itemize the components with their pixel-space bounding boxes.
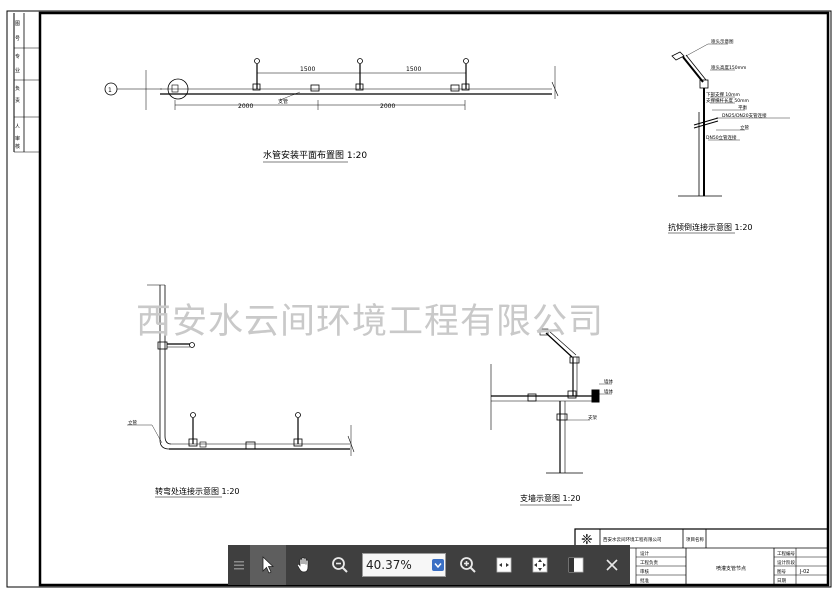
pan-hand-icon <box>296 557 309 573</box>
wall-side-note-2: 墙体 <box>604 388 613 395</box>
title-row-right: 工程编号 <box>777 550 795 557</box>
select-tool-button[interactable] <box>250 545 286 585</box>
sidebar-toggle-icon <box>568 557 584 573</box>
sidebar-toggle-button[interactable] <box>558 545 594 585</box>
zoom-in-button[interactable] <box>450 545 486 585</box>
title-row-left: 批准 <box>640 577 649 584</box>
zoom-in-icon <box>460 557 476 573</box>
lamp-note-2: 喷头高度150mm <box>711 64 746 71</box>
wall-pipe-note: 支架 <box>588 414 597 421</box>
strip-char: 图 <box>15 21 20 27</box>
lamp-note-5: 平衡 <box>738 104 747 111</box>
title-row-right: 日期 <box>777 578 786 584</box>
lamp-note-3: 下部支撑 10mm <box>706 91 740 98</box>
zoom-input[interactable] <box>363 555 430 575</box>
strip-char: 审 <box>15 135 20 142</box>
dim-spacing-2: 1500 <box>406 66 421 73</box>
strip-char: 号 <box>15 36 20 42</box>
lamp-detail-caption: 抗倾倒连接示意图 1:20 <box>668 222 753 232</box>
fit-width-button[interactable] <box>486 545 522 585</box>
title-sheet-no: J-02 <box>799 569 809 575</box>
grid-bubble-label: 1 <box>108 87 112 94</box>
dim-lower-2: 2000 <box>380 103 395 110</box>
pan-tool-button[interactable] <box>286 545 322 585</box>
top-plan-view <box>104 58 559 110</box>
wall-side-note-1: 墙体 <box>604 378 613 385</box>
title-row-right: 图号 <box>777 569 786 575</box>
strip-char: 业 <box>15 67 20 74</box>
zoom-out-button[interactable] <box>322 545 358 585</box>
title-row-left: 审核 <box>640 568 649 575</box>
lamp-note-4: 支撑横杆长度 50mm <box>706 97 749 104</box>
company-watermark: 西安水云间环境工程有限公司 <box>136 302 605 342</box>
corner-detail-caption: 转弯处连接示意图 1:20 <box>155 486 240 496</box>
corner-detail <box>127 284 355 456</box>
zoom-select[interactable] <box>362 553 446 577</box>
fit-width-icon <box>496 557 512 573</box>
corner-pipe-note: 立管 <box>128 419 137 426</box>
lamp-note-7: 立管 <box>740 124 749 131</box>
company-logo-icon: ❈ <box>581 532 593 548</box>
title-row-left: 设计 <box>640 550 649 557</box>
menu-grip-icon[interactable] <box>228 545 250 585</box>
strip-char: 负 <box>15 85 20 92</box>
close-icon <box>606 559 618 571</box>
title-row-right: 设计阶段 <box>777 559 795 566</box>
zoom-out-icon <box>332 557 348 573</box>
wall-detail <box>490 328 612 474</box>
wall-detail-caption: 支墙示意图 1:20 <box>520 493 581 503</box>
select-arrow-icon <box>262 556 275 574</box>
lamp-note-6: DN25/DN20支管连接 <box>722 112 767 119</box>
sheet-inner-border <box>38 11 830 587</box>
lamp-riser-detail <box>671 43 790 197</box>
strip-char: 责 <box>15 97 20 104</box>
pipe-note: 支管 <box>278 98 288 105</box>
close-toolbar-button[interactable] <box>594 545 630 585</box>
sheet-outer-border <box>6 10 832 588</box>
fit-page-icon <box>532 557 548 573</box>
lamp-note-1: 喷头示意图 <box>711 38 734 45</box>
dim-spacing-1: 1500 <box>300 66 315 73</box>
title-company: 西安水云间环境工程有限公司 <box>603 536 662 543</box>
title-project-label: 项目名称 <box>686 536 704 543</box>
fit-page-button[interactable] <box>522 545 558 585</box>
viewer-toolbar <box>228 545 630 585</box>
lamp-note-8: DN50立管连接 <box>706 134 737 141</box>
title-row-left: 工程负责 <box>640 559 658 566</box>
left-title-strip: 图 号 专 业 负 责 人 审 核 <box>13 13 40 153</box>
title-drawing-name: 喷灌支管节点 <box>716 565 746 572</box>
strip-char: 专 <box>15 53 20 60</box>
chevron-down-icon[interactable] <box>430 554 445 576</box>
strip-char: 人 <box>15 124 20 130</box>
dim-lower-1: 2000 <box>238 103 253 110</box>
top-plan-caption: 水管安装平面布置图 1:20 <box>263 149 367 161</box>
strip-char: 核 <box>15 143 20 150</box>
